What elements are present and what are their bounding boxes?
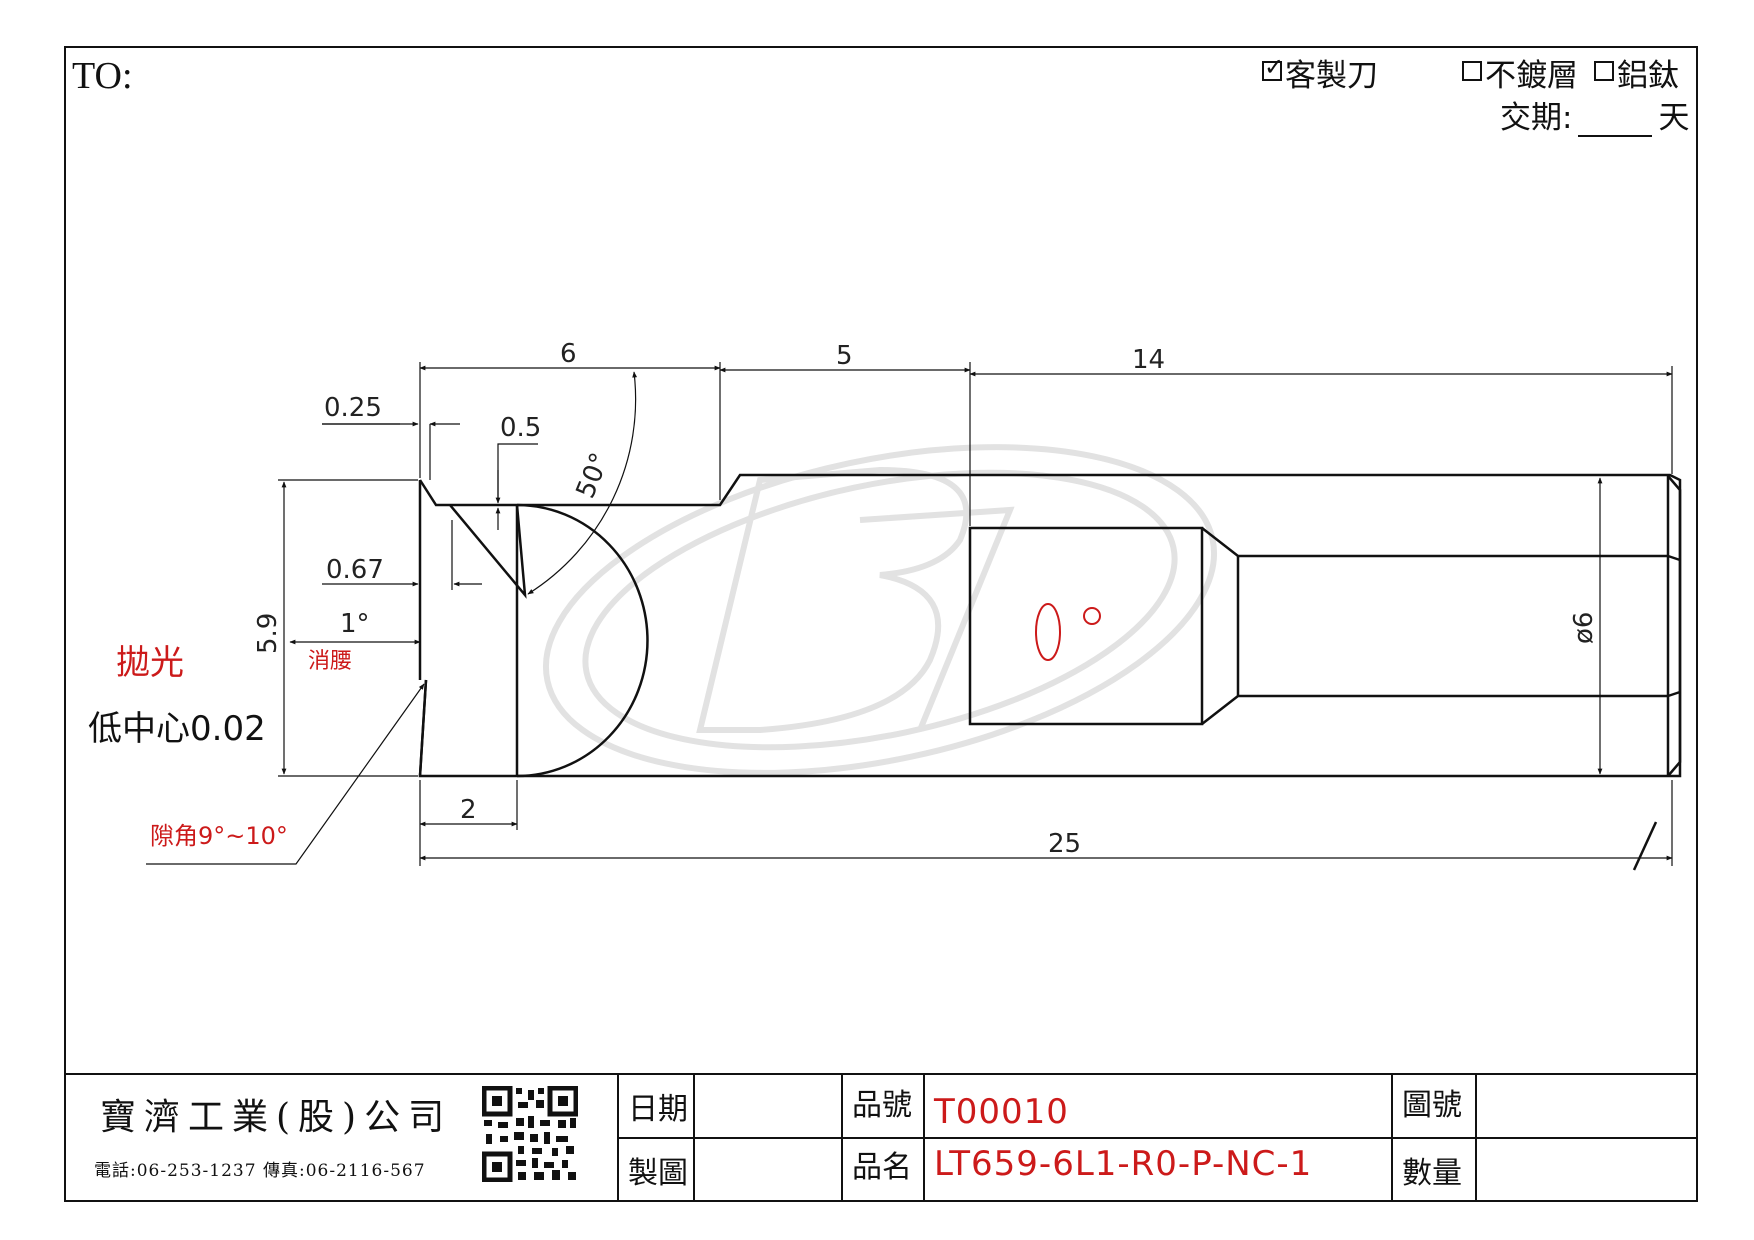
dim-0-67: 0.67	[326, 555, 384, 585]
dim-0-5: 0.5	[500, 413, 541, 443]
date-value[interactable]	[694, 1074, 842, 1138]
dim-25: 25	[1048, 829, 1081, 859]
title-block: 寶濟工業(股)公司 電話:06-253-1237 傳真:06-2116-567 …	[64, 1074, 1698, 1202]
part-name-label: 品名	[852, 1150, 912, 1185]
part-no-label: 品號	[852, 1088, 912, 1123]
dim-5-9: 5.9	[253, 613, 283, 654]
dim-1deg: 1°	[340, 609, 370, 639]
qty-label: 數量	[1402, 1156, 1462, 1191]
company-name: 寶濟工業(股)公司	[100, 1097, 453, 1138]
checkbox-empty-icon[interactable]	[1462, 60, 1482, 81]
drawn-label: 製圖	[628, 1156, 688, 1191]
dim-5: 5	[836, 341, 853, 371]
watermark-logo	[542, 444, 1218, 776]
delivery-label: 交期:	[1500, 100, 1573, 136]
dimension-texts: 6 5 14 0.25 0.5 50° 0.67 1° 5.9 2 25 ø6	[253, 339, 1599, 859]
dim-diameter: ø6	[1569, 612, 1599, 644]
note-low-center: 低中心0.02	[88, 709, 266, 749]
red-mark	[1035, 603, 1101, 661]
to-label: TO:	[72, 55, 133, 97]
dimension-lines	[146, 362, 1673, 871]
date-label: 日期	[628, 1092, 688, 1127]
checkbox-checked-icon[interactable]	[1262, 53, 1284, 81]
option-custom[interactable]: 客製刀	[1262, 50, 1378, 95]
part-name-value: LT659-6L1-R0-P-NC-1	[934, 1144, 1313, 1184]
drawn-value[interactable]	[694, 1138, 842, 1202]
note-xiaoyao: 消腰	[308, 649, 352, 674]
drawing-no-value[interactable]	[1476, 1074, 1698, 1138]
title-block-grid	[64, 1073, 1698, 1202]
note-polish: 拋光	[116, 643, 184, 683]
delivery-field: 交期: 天	[1500, 92, 1689, 137]
qty-value[interactable]	[1476, 1138, 1698, 1202]
dim-2: 2	[460, 795, 477, 825]
qr-code-icon	[482, 1086, 578, 1182]
drawing-no-label: 圖號	[1402, 1088, 1462, 1123]
part-no-value: T00010	[934, 1092, 1069, 1132]
delivery-blank[interactable]	[1578, 105, 1653, 137]
tool-outline	[418, 473, 1682, 778]
company-phone: 電話:06-253-1237 傳真:06-2116-567	[94, 1161, 426, 1181]
checkbox-empty-icon[interactable]	[1594, 60, 1614, 81]
option-altin-label: 鋁鈦	[1617, 58, 1679, 94]
dim-6: 6	[560, 339, 577, 369]
drawing-frame	[64, 46, 1698, 1202]
option-uncoated[interactable]: 不鍍層	[1462, 50, 1578, 95]
dim-14: 14	[1132, 345, 1165, 375]
option-uncoated-label: 不鍍層	[1485, 58, 1578, 94]
delivery-unit: 天	[1658, 100, 1690, 136]
annotation-texts: 消腰 拋光 低中心0.02 隙角9°~10°	[88, 643, 352, 850]
dim-50deg: 50°	[571, 449, 616, 503]
note-clearance: 隙角9°~10°	[150, 822, 288, 850]
dim-0-25: 0.25	[324, 393, 382, 423]
option-custom-label: 客製刀	[1285, 58, 1378, 94]
option-altin[interactable]: 鋁鈦	[1594, 50, 1679, 95]
